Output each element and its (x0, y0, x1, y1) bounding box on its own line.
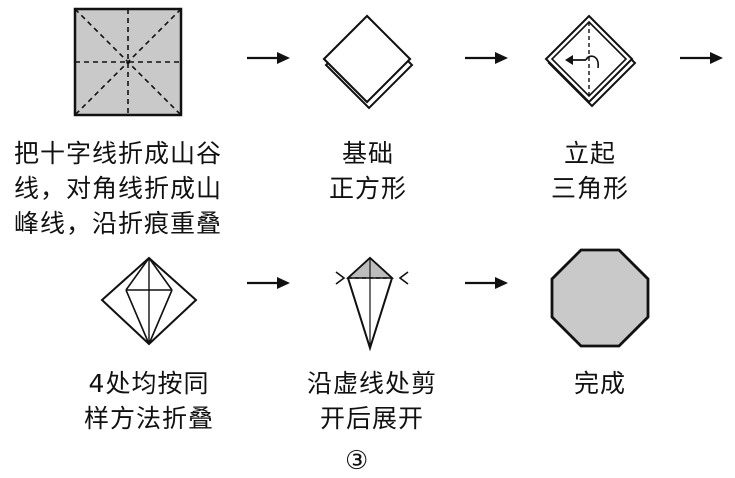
step2-caption: 基础 正方形 (318, 136, 418, 206)
step6-caption: 完成 (550, 366, 650, 401)
caption-line: 沿虚线处剪 (306, 369, 437, 398)
caption-line: 正方形 (328, 174, 407, 203)
caption-line: 完成 (573, 369, 626, 398)
caption-line: 峰线，沿折痕重叠 (14, 209, 223, 238)
figure-number: ③ (345, 446, 369, 476)
arrow-icon (465, 277, 508, 289)
step3-caption: 立起 三角形 (540, 136, 640, 206)
step3-raise-triangle-figure (544, 14, 637, 108)
caption-line: 三角形 (550, 174, 629, 203)
step4-fold-figure (100, 256, 198, 346)
caption-line: 样方法折叠 (83, 404, 214, 433)
step1-square-creases-figure (73, 7, 183, 117)
arrow-icon (247, 52, 290, 64)
arrow-icon (465, 52, 508, 64)
step4-caption: 4处均按同 样方法折叠 (70, 366, 228, 436)
arrow-icon (680, 52, 723, 64)
step6-octagon-figure (550, 248, 650, 348)
caption-line: 把十字线折成山谷 (14, 139, 223, 168)
caption-line: 线，对角线折成山 (14, 174, 223, 203)
step1-caption: 把十字线折成山谷 线，对角线折成山 峰线，沿折痕重叠 (14, 136, 222, 241)
caption-line: 4处均按同 (88, 369, 210, 398)
arrow-icon (247, 277, 290, 289)
step2-basic-square-figure (322, 14, 414, 110)
caption-line: 立起 (563, 139, 616, 168)
caption-line: 开后展开 (319, 404, 424, 433)
caption-line: 基础 (341, 139, 394, 168)
step5-caption: 沿虚线处剪 开后展开 (296, 366, 448, 436)
step5-cut-figure (335, 256, 409, 352)
